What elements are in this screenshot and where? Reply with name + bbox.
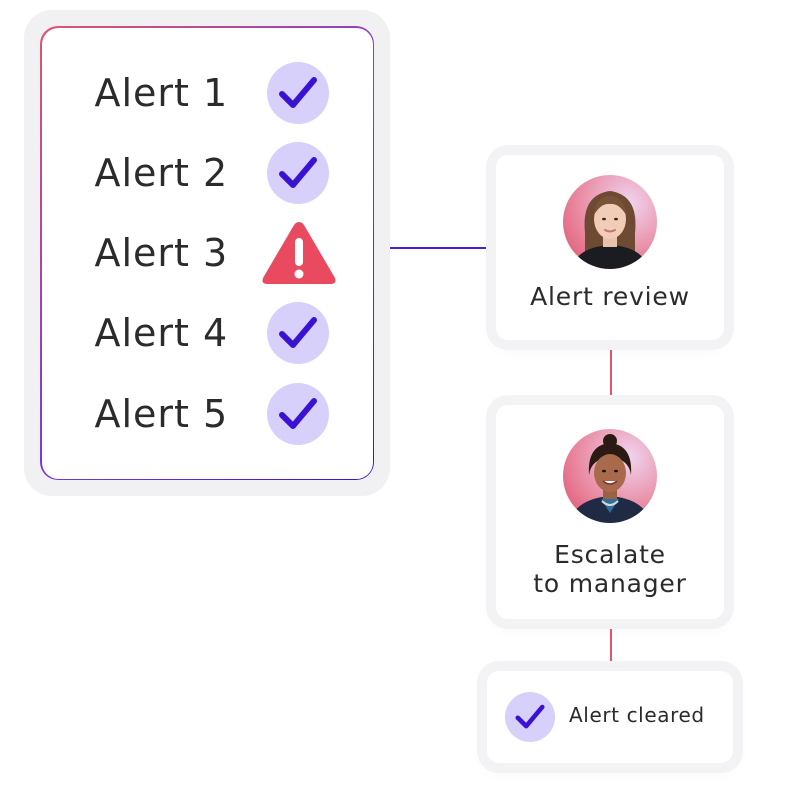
- check-icon: [266, 141, 329, 204]
- person-avatar: [563, 429, 657, 523]
- check-icon: [505, 692, 555, 742]
- check-icon: [266, 61, 329, 124]
- alert-row-2: Alert 2: [95, 138, 345, 208]
- alert-label: Alert 3: [94, 230, 229, 275]
- alert-row-3: Alert 3: [95, 218, 345, 288]
- alert-label: Alert 2: [94, 150, 229, 195]
- alert-cleared-label: Alert cleared: [569, 703, 705, 727]
- alert-list-inner: Alert 1 Alert 2 Alert 3: [41, 27, 373, 479]
- connector-review-to-escalate: [610, 340, 612, 406]
- alert-row-5: Alert 5: [95, 379, 345, 449]
- alert-row-1: Alert 1: [95, 58, 345, 128]
- check-icon: [266, 301, 329, 364]
- check-icon: [266, 382, 329, 445]
- person-avatar: [563, 175, 657, 269]
- step-title-line-2: to manager: [533, 569, 687, 598]
- step-card-escalate-to-manager: Escalate to manager: [496, 405, 724, 619]
- alert-label: Alert 1: [94, 70, 229, 115]
- connector-escalate-to-cleared: [610, 619, 612, 671]
- connector-alerts-to-review: [373, 247, 496, 249]
- warning-icon: [259, 218, 339, 288]
- step-title: Alert review: [530, 282, 690, 311]
- step-card-alert-review: Alert review: [496, 155, 724, 340]
- step-title: Escalate to manager: [496, 540, 724, 598]
- alert-row-4: Alert 4: [95, 298, 345, 368]
- alert-label: Alert 4: [94, 310, 229, 355]
- step-title-line-1: Escalate: [554, 540, 666, 569]
- alert-label: Alert 5: [94, 391, 229, 436]
- step-card-alert-cleared: Alert cleared: [487, 671, 733, 763]
- alert-list-card: Alert 1 Alert 2 Alert 3: [40, 26, 374, 480]
